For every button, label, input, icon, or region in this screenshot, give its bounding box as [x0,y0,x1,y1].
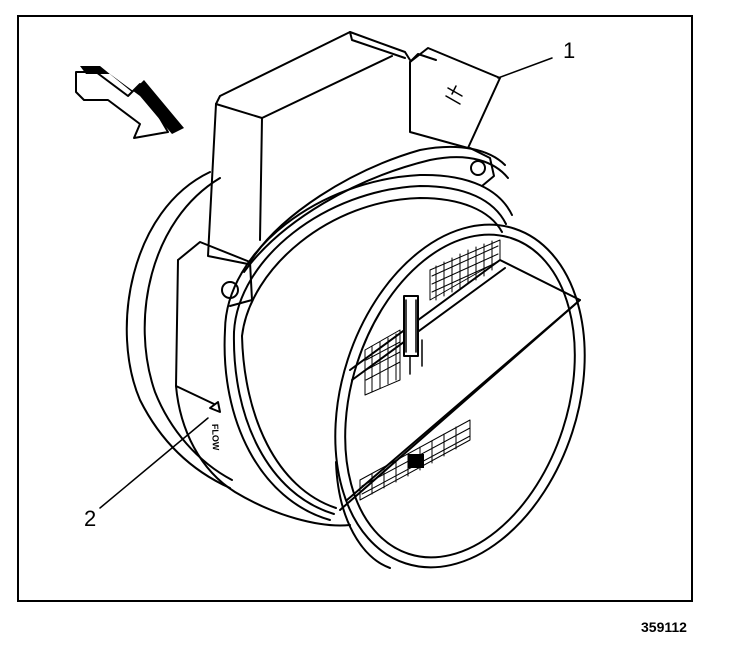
electrical-connector [409,47,501,187]
callout-number-1: 1 [563,38,576,63]
leader-line-2 [99,417,209,509]
mounting-lug [175,241,253,405]
airflow-arrow-icon [75,66,184,139]
flow-direction-marking [209,401,221,413]
connector-housing [207,31,411,265]
figure-id: 359112 [641,619,687,635]
leader-lines [99,57,553,509]
sensor-screen-lower [359,419,471,501]
inlet-opening [334,223,586,569]
callout-number-2: 2 [84,506,97,531]
leader-line-1 [497,57,553,79]
inlet-tube-rings [223,173,513,521]
sensor-screen-upper [364,239,501,396]
sensor-bridge [339,259,581,511]
housing-rear-ring [125,171,233,489]
housing-body [175,145,509,527]
sensor-element [403,295,423,375]
flow-label: FLOW [210,424,221,451]
